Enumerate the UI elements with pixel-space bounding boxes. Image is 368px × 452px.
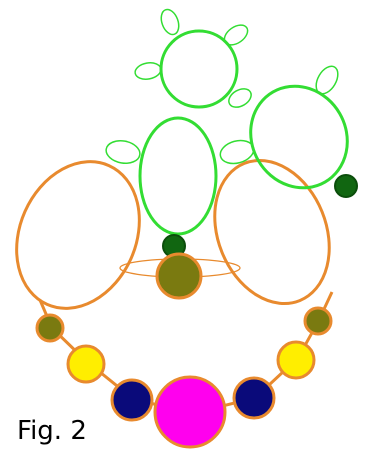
- top-leaf-2: [221, 21, 251, 49]
- dark-green-bead-right: [335, 175, 357, 197]
- top-leaf-3: [134, 61, 162, 81]
- figure-caption: Fig. 2: [17, 418, 87, 444]
- olive-bead-right: [305, 308, 331, 334]
- center-leaf-left: [104, 138, 141, 166]
- center-green-oval: [140, 118, 216, 234]
- navy-bead-left: [112, 380, 152, 420]
- olive-bead-left: [37, 315, 63, 341]
- top-leaf-1: [158, 7, 182, 37]
- olive-bead-center: [157, 254, 201, 298]
- navy-bead-right: [234, 378, 274, 418]
- yellow-bead-left: [68, 346, 104, 382]
- left-large-oval: [0, 142, 162, 328]
- magenta-bead-center: [155, 377, 225, 447]
- right-large-oval: [194, 143, 350, 321]
- yellow-bead-right: [278, 342, 314, 378]
